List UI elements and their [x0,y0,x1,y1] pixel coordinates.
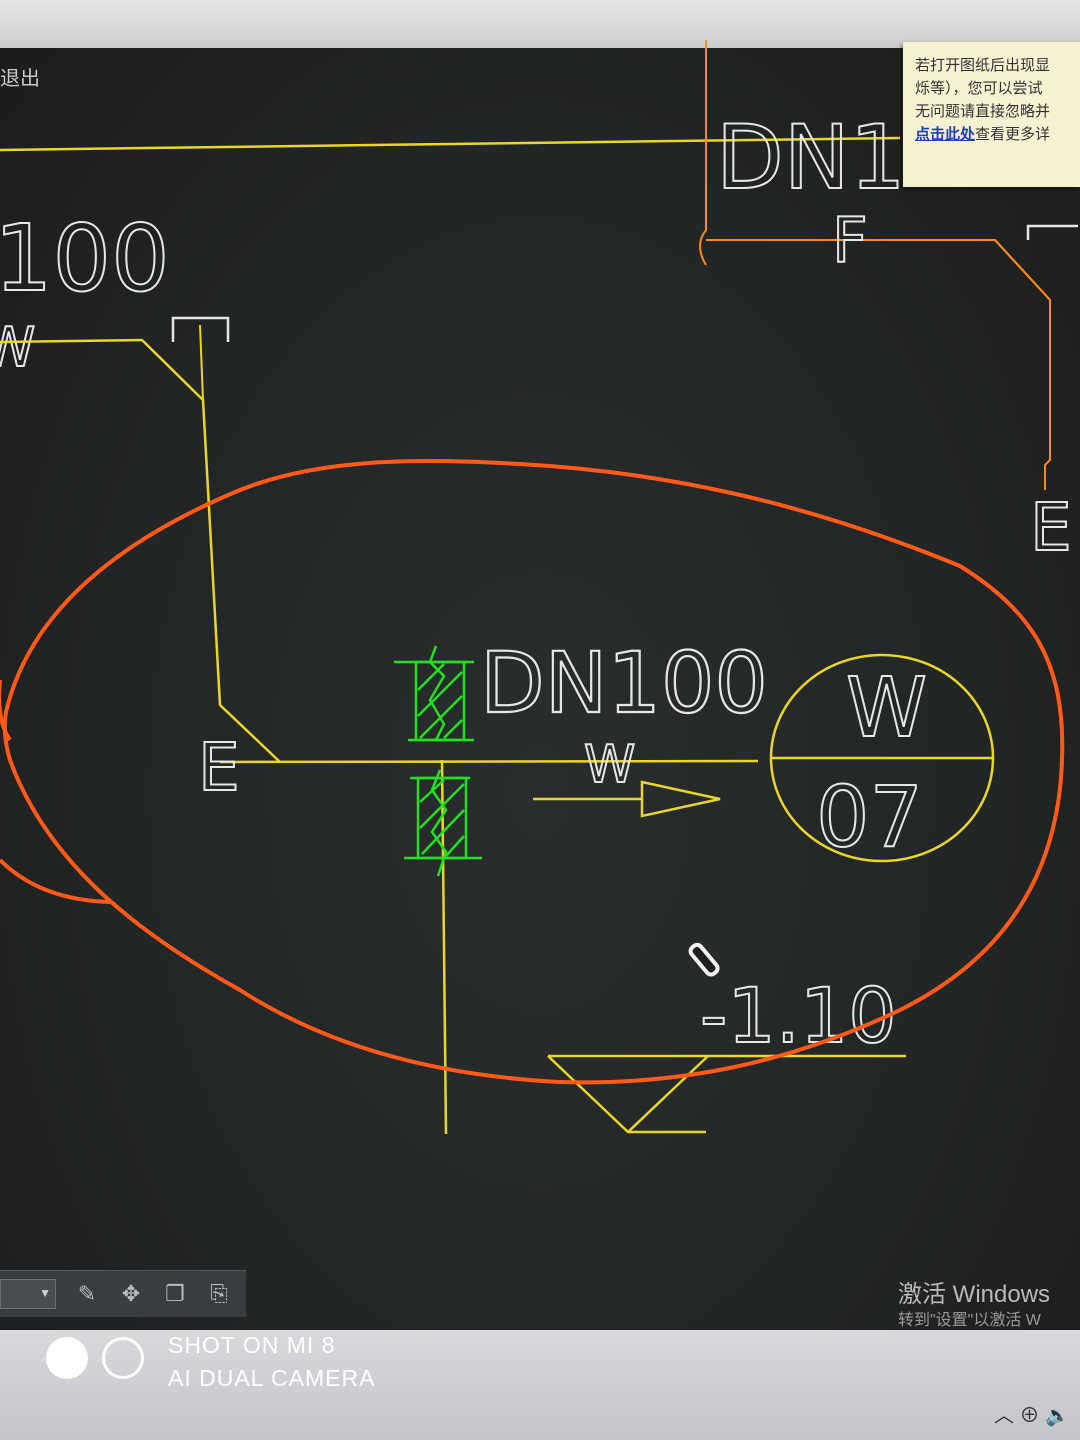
notice-line3: 无问题请直接忽略并 [915,103,1051,120]
network-icon[interactable]: ⊕ [1019,1405,1040,1427]
exit-button[interactable]: 退出 [0,68,40,90]
pipe-size-label: DN100 [480,634,768,732]
end-marker-right: E [1030,489,1072,566]
watermark-line2: AI DUAL CAMERA [168,1365,376,1391]
notice-link-suffix: 查看更多详 [975,126,1051,143]
riser-mark-left [171,316,230,342]
riser-top-label: W [846,661,927,756]
flow-arrow [533,780,721,818]
notice-link[interactable]: 点击此处 [915,126,976,143]
volume-icon[interactable]: 🔈 [1045,1405,1070,1427]
sleeve-lower [404,769,482,877]
bottom-toolbar: ▼ ✎ ✥ ❐ ⎘ [0,1270,246,1317]
paste-icon[interactable]: ⎘ [210,1281,228,1306]
notice-line1: 若打开图纸后出现显 [915,57,1051,74]
left-pipe-line [0,338,281,763]
chevron-down-icon: ▼ [39,1286,51,1300]
watermark-circle-filled [46,1337,88,1379]
vertical-pipe-line [440,759,448,1135]
monitor-bezel [0,0,1080,48]
copy-icon[interactable]: ❐ [165,1281,185,1306]
markup-circle [2,458,1065,1085]
orange-branch-line [994,239,1051,301]
riser-number: 07 [816,768,923,866]
notice-link-row: 点击此处查看更多详 [915,123,1080,146]
notice-popup: 若打开图纸后出现显 烁等），您可以尝试 无问题请直接忽略并 点击此处查看更多详 [903,42,1080,187]
sleeve-upper [394,645,474,742]
riser-symbol [769,653,995,863]
taskbar: ︿ ⊕ 🔈 [0,1330,1080,1440]
orange-pipe-line [699,40,1051,490]
end-marker-left: E [198,729,240,806]
top-pipe-label: DN1 [716,106,906,209]
chevron-up-icon[interactable]: ︿ [993,1405,1014,1427]
layer-dropdown[interactable]: ▼ [0,1279,56,1309]
watermark-line1: SHOT ON MI 8 [168,1332,336,1358]
activate-windows-title: 激活 Windows [898,1281,1051,1308]
riser-vertical-left [199,324,204,401]
markup-stroke-left [0,680,111,904]
watermark-circle-outline [102,1337,144,1379]
edit-icon[interactable]: ✎ [77,1281,97,1306]
riser-mark-right [1026,224,1078,240]
camera-watermark: SHOT ON MI 8 AI DUAL CAMERA [46,1330,446,1391]
top-pipe-type: F [832,204,868,277]
system-tray[interactable]: ︿ ⊕ 🔈 [994,1399,1070,1428]
pencil-cursor-icon [688,942,720,977]
flow-label: W [584,735,635,795]
left-pipe-size: 100 [0,205,170,312]
main-pipe-line [219,759,759,764]
move-icon[interactable]: ✥ [121,1281,141,1306]
elevation-label: -1.10 [700,971,897,1060]
left-pipe-type: W [0,316,35,379]
notice-line2: 烁等），您可以尝试 [915,80,1043,97]
top-pipe-line [0,136,901,152]
activate-windows-subtitle: 转到"设置"以激活 W [898,1312,1041,1329]
